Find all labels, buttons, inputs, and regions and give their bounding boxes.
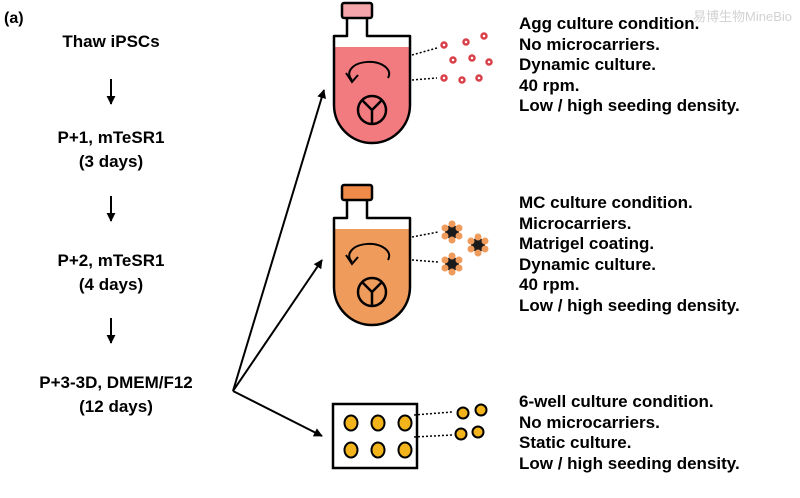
six-well-condition-text: 6-well culture condition. No microcarrie… <box>519 392 740 473</box>
branch-arrow-mc <box>232 259 323 392</box>
panel-label: (a) <box>4 10 24 27</box>
mc-rotation-icon <box>348 242 391 263</box>
protocol-step-p1: P+1, mTeSR1 (3 days) <box>57 128 165 171</box>
mc-flask-body <box>332 200 412 327</box>
agg-flask-body <box>332 18 412 145</box>
microcarrier-beads-icon <box>441 220 489 276</box>
protocol-step-thaw: Thaw iPSCs <box>62 32 160 51</box>
watermark: 易博生物MineBio <box>693 9 792 24</box>
mc-spinner-flask <box>332 183 412 327</box>
agg-condition-text: Agg culture condition. No microcarriers.… <box>519 14 740 115</box>
agg-flask-cap <box>340 1 374 20</box>
branch-arrow-agg <box>232 89 326 392</box>
agg-rotation-icon <box>348 60 391 81</box>
six-well-plate <box>331 402 419 470</box>
agg-aggregates-icon <box>440 32 493 84</box>
mc-condition-text: MC culture condition. Microcarriers. Mat… <box>519 193 740 315</box>
branch-arrow-six-well <box>232 390 323 437</box>
protocol-step-p3: P+3-3D, DMEM/F12 (12 days) <box>39 373 193 416</box>
six-well-cells-icon <box>454 403 488 441</box>
mc-flask-cap <box>340 183 374 202</box>
protocol-step-p2: P+2, mTeSR1 (4 days) <box>57 251 165 294</box>
agg-spinner-flask <box>332 1 412 145</box>
